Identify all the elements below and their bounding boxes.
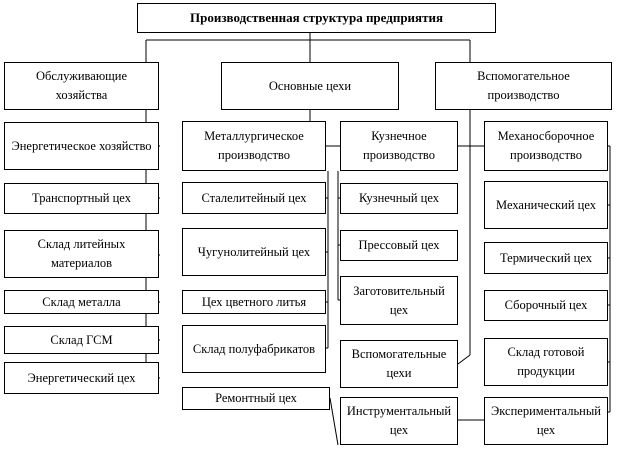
unit-metal-warehouse: Склад металла [4, 290, 159, 314]
unit-power-shop: Энергетический цех [4, 362, 159, 394]
unit-heat-treatment-shop: Термический цех [484, 242, 608, 274]
unit-semifinished-warehouse: Склад полуфабрикатов [182, 325, 326, 373]
unit-auxiliary-shops: Вспомогательные цехи [340, 340, 458, 388]
unit-iron-foundry: Чугунолитейный цех [182, 228, 326, 276]
unit-experimental-shop: Экспериментальный цех [484, 397, 608, 445]
unit-assembly-shop: Сборочный цех [484, 290, 608, 321]
unit-forge-shop: Кузнечный цех [340, 183, 458, 214]
unit-tool-shop: Инструментальный цех [340, 397, 458, 445]
unit-steel-foundry: Сталелитейный цех [182, 182, 326, 214]
unit-forging-production: Кузнечное производство [340, 121, 458, 171]
unit-machine-assembly-production: Механосборочное производство [484, 121, 608, 171]
unit-repair-shop: Ремонтный цех [182, 387, 330, 410]
unit-machine-shop: Механический цех [484, 181, 608, 229]
diagram-title: Производственная структура предприятия [137, 3, 496, 33]
unit-metallurgical-production: Металлургическое производство [182, 121, 326, 171]
unit-fuel-warehouse: Склад ГСМ [4, 326, 159, 354]
unit-press-shop: Прессовый цех [340, 230, 458, 261]
category-service: Обслуживающие хозяйства [4, 62, 159, 110]
category-auxiliary: Вспомогательное производство [435, 62, 612, 110]
unit-blank-shop: Заготовительный цех [340, 276, 458, 325]
unit-energy-facility: Энергетическое хозяйство [4, 122, 159, 170]
unit-casting-materials-warehouse: Склад литейных материалов [4, 230, 159, 278]
unit-finished-goods-warehouse: Склад готовой продукции [484, 338, 608, 386]
unit-nonferrous-casting: Цех цветного литья [182, 290, 326, 314]
category-main: Основные цехи [221, 62, 399, 110]
unit-transport-shop: Транспортный цех [4, 183, 159, 214]
